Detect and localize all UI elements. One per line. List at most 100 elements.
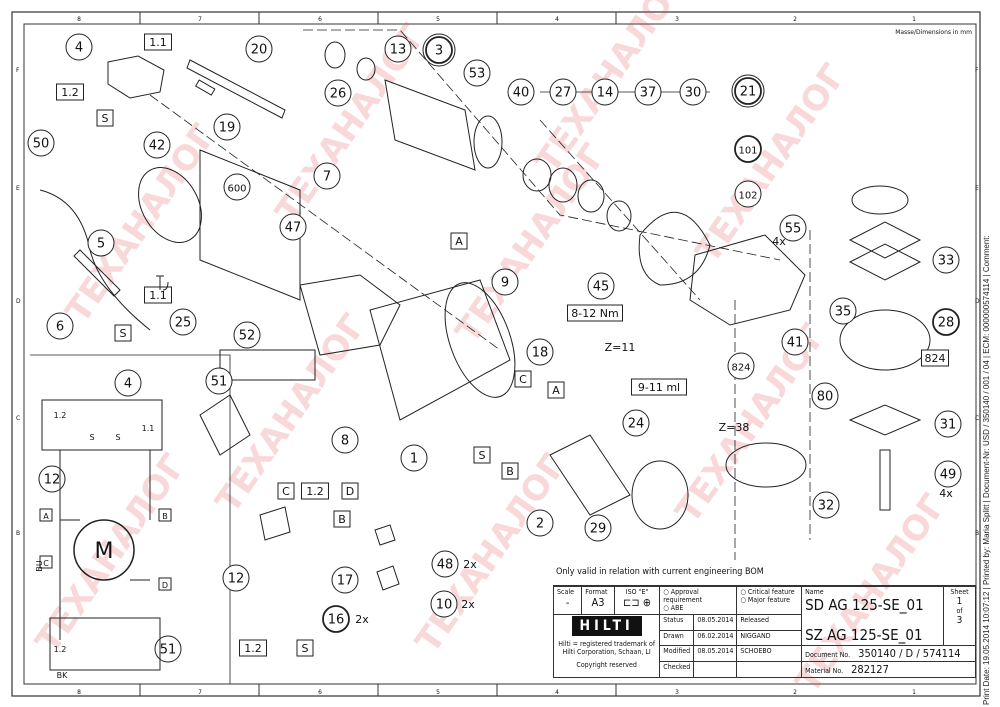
annotation: Z=38 [719, 421, 750, 434]
svg-text:55: 55 [785, 222, 802, 237]
svg-text:12: 12 [228, 572, 245, 587]
svg-text:27: 27 [555, 86, 572, 101]
row-label: F [975, 67, 979, 74]
svg-text:48: 48 [437, 558, 454, 573]
trademark-note: Hilti = registered trademark of Hilti Co… [558, 640, 656, 656]
schematic-label: S [115, 433, 120, 442]
part-shape [299, 274, 401, 356]
approval-option: ○ Approval requirement [663, 588, 703, 604]
callout-55: 55 [779, 214, 807, 242]
schematic-label: 1.2 [54, 645, 67, 654]
format-label: Format [585, 588, 608, 596]
callout-10: 10 [430, 590, 458, 618]
svg-text:600: 600 [227, 184, 246, 195]
schematic-label: BU [35, 560, 44, 571]
svg-text:25: 25 [175, 316, 192, 331]
column-label: 3 [675, 16, 679, 23]
label-box: A [547, 381, 565, 399]
svg-text:49: 49 [940, 468, 957, 483]
column-label: 2 [793, 689, 797, 696]
callout-600: 600 [223, 173, 251, 201]
svg-text:33: 33 [938, 254, 955, 269]
column-label: 7 [198, 16, 202, 23]
schematic-label: S [89, 433, 94, 442]
callout-4: 4 [65, 33, 93, 61]
svg-text:12: 12 [44, 473, 61, 488]
svg-text:A: A [43, 512, 49, 521]
validity-note: Only valid in relation with current engi… [553, 563, 976, 586]
column-label: 4 [555, 689, 559, 696]
svg-text:5: 5 [97, 237, 105, 252]
row-label: D [975, 298, 980, 305]
label-box: B [333, 510, 351, 528]
svg-text:14: 14 [597, 86, 614, 101]
drawn-date: 06.02.2014 [693, 630, 738, 646]
annotation: 2x [461, 598, 475, 611]
svg-text:C: C [519, 373, 527, 386]
svg-text:102: 102 [738, 191, 757, 202]
label-box: B [501, 462, 519, 480]
svg-text:1.1: 1.1 [142, 424, 155, 433]
callout-21: 21 [731, 74, 765, 108]
callout-31: 31 [934, 410, 962, 438]
callout-14: 14 [591, 78, 619, 106]
part-shape [848, 404, 922, 436]
svg-text:1.1: 1.1 [149, 289, 167, 302]
part-shape [219, 349, 316, 381]
copyright-note: Copyright reserved [576, 661, 637, 669]
annotation: 2x [463, 558, 477, 571]
row-label: E [16, 185, 20, 192]
callout-2: 2 [526, 509, 554, 537]
schematic-label: A [39, 508, 53, 522]
callout-18: 18 [526, 338, 554, 366]
svg-text:A: A [552, 384, 560, 397]
label-box: S [114, 324, 132, 342]
svg-text:BK: BK [57, 671, 68, 680]
part-shape [195, 79, 216, 96]
row-label: D [16, 298, 21, 305]
drawn-label: Drawn [659, 630, 695, 646]
svg-text:17: 17 [337, 574, 354, 589]
svg-text:C: C [282, 485, 290, 498]
part-shape [73, 249, 121, 297]
label-box: 824 [921, 349, 949, 367]
status-value: Released [736, 614, 803, 631]
svg-text:9-11 ml: 9-11 ml [638, 381, 680, 394]
svg-text:29: 29 [590, 522, 607, 537]
svg-text:S: S [120, 327, 127, 340]
drawing-name-1: SD AG 125-SE_01 [805, 596, 924, 614]
callout-5: 5 [87, 229, 115, 257]
callout-824: 824 [727, 352, 755, 380]
svg-text:824: 824 [731, 363, 750, 374]
svg-text:D: D [346, 485, 354, 498]
callout-28: 28 [932, 308, 960, 336]
material-number: 282127 [851, 663, 889, 676]
callout-12: 12 [222, 564, 250, 592]
svg-text:42: 42 [149, 139, 166, 154]
callout-29: 29 [584, 514, 612, 542]
svg-text:41: 41 [787, 336, 804, 351]
sheet-of: of [956, 607, 963, 615]
part-shape [548, 167, 578, 203]
svg-text:31: 31 [940, 418, 957, 433]
scale-value: - [565, 596, 570, 609]
svg-text:10: 10 [436, 598, 453, 613]
part-shape [473, 115, 503, 169]
sheet-total: 3 [956, 615, 963, 626]
projection-symbol-icon: ⊏⊐ ⊕ [623, 596, 652, 609]
format-value: A3 [591, 596, 605, 609]
column-label: 1 [912, 16, 916, 23]
label-box: 1.2 [56, 83, 84, 101]
svg-text:28: 28 [938, 316, 955, 331]
annotation: Z=11 [605, 341, 636, 354]
label-box: 1.1 [144, 286, 172, 304]
callout-45: 45 [587, 272, 615, 300]
svg-text:C: C [43, 559, 49, 568]
document-label: Document No. [805, 651, 851, 659]
svg-text:50: 50 [33, 137, 50, 152]
svg-text:A: A [455, 235, 463, 248]
critical-option: ○ Critical feature [740, 588, 795, 596]
callout-102: 102 [734, 180, 762, 208]
